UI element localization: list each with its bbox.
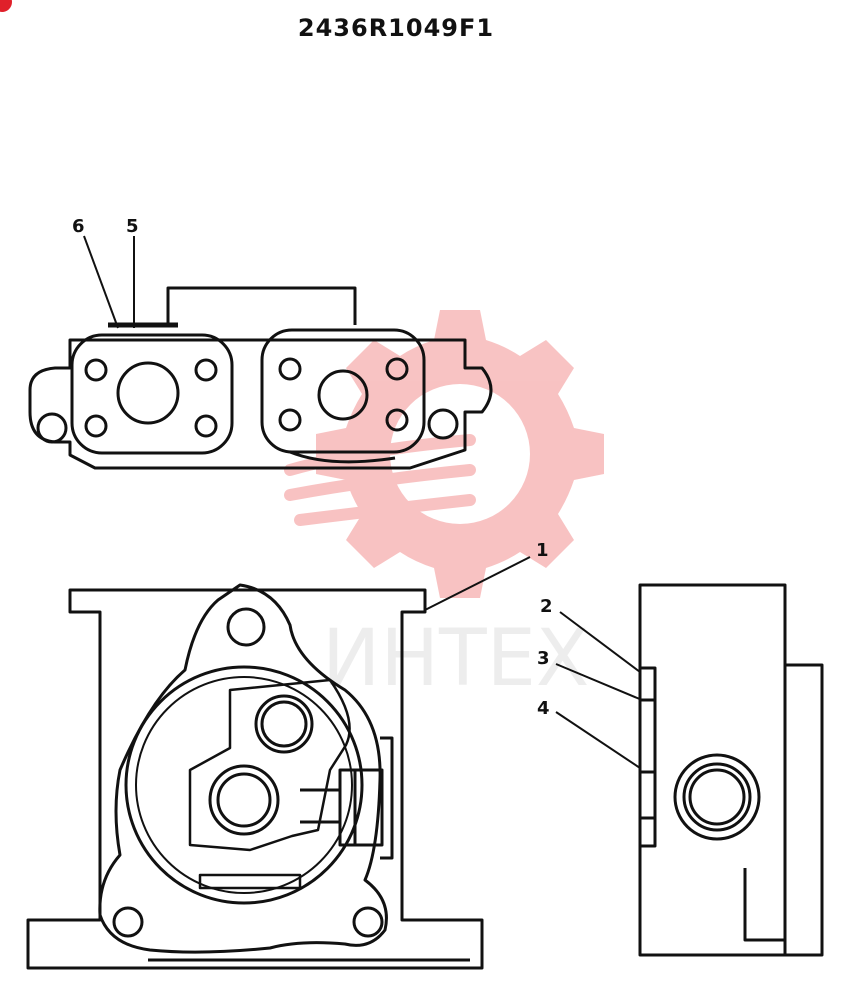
leader-3 [555, 663, 643, 701]
top-view [28, 286, 493, 470]
callout-5: 5 [126, 216, 139, 237]
callout-4: 4 [537, 698, 550, 719]
leader-6 [83, 235, 119, 329]
front-view-cavity [188, 678, 351, 852]
left-flange [70, 333, 234, 455]
drawing-number: 2436R1049F1 [297, 14, 495, 42]
right-flange [260, 328, 426, 454]
leader-1 [424, 556, 531, 611]
callout-6: 6 [72, 216, 85, 237]
watermark-text: ИНТЕХ [322, 614, 589, 704]
top-view-boss [166, 286, 357, 325]
callout-1: 1 [536, 540, 549, 561]
watermark: ИНТЕХ [284, 310, 604, 704]
front-view-body [26, 588, 484, 970]
leader-4 [555, 711, 641, 769]
front-view-flange [98, 583, 388, 954]
side-view-lip [640, 666, 657, 848]
callout-2: 2 [540, 596, 553, 617]
front-view [26, 583, 484, 970]
side-view [638, 583, 824, 957]
side-view-body [638, 583, 824, 957]
leader-2 [559, 611, 641, 673]
callout-3: 3 [537, 648, 550, 669]
corner-mark [0, 0, 12, 12]
leader-lines [83, 235, 643, 769]
